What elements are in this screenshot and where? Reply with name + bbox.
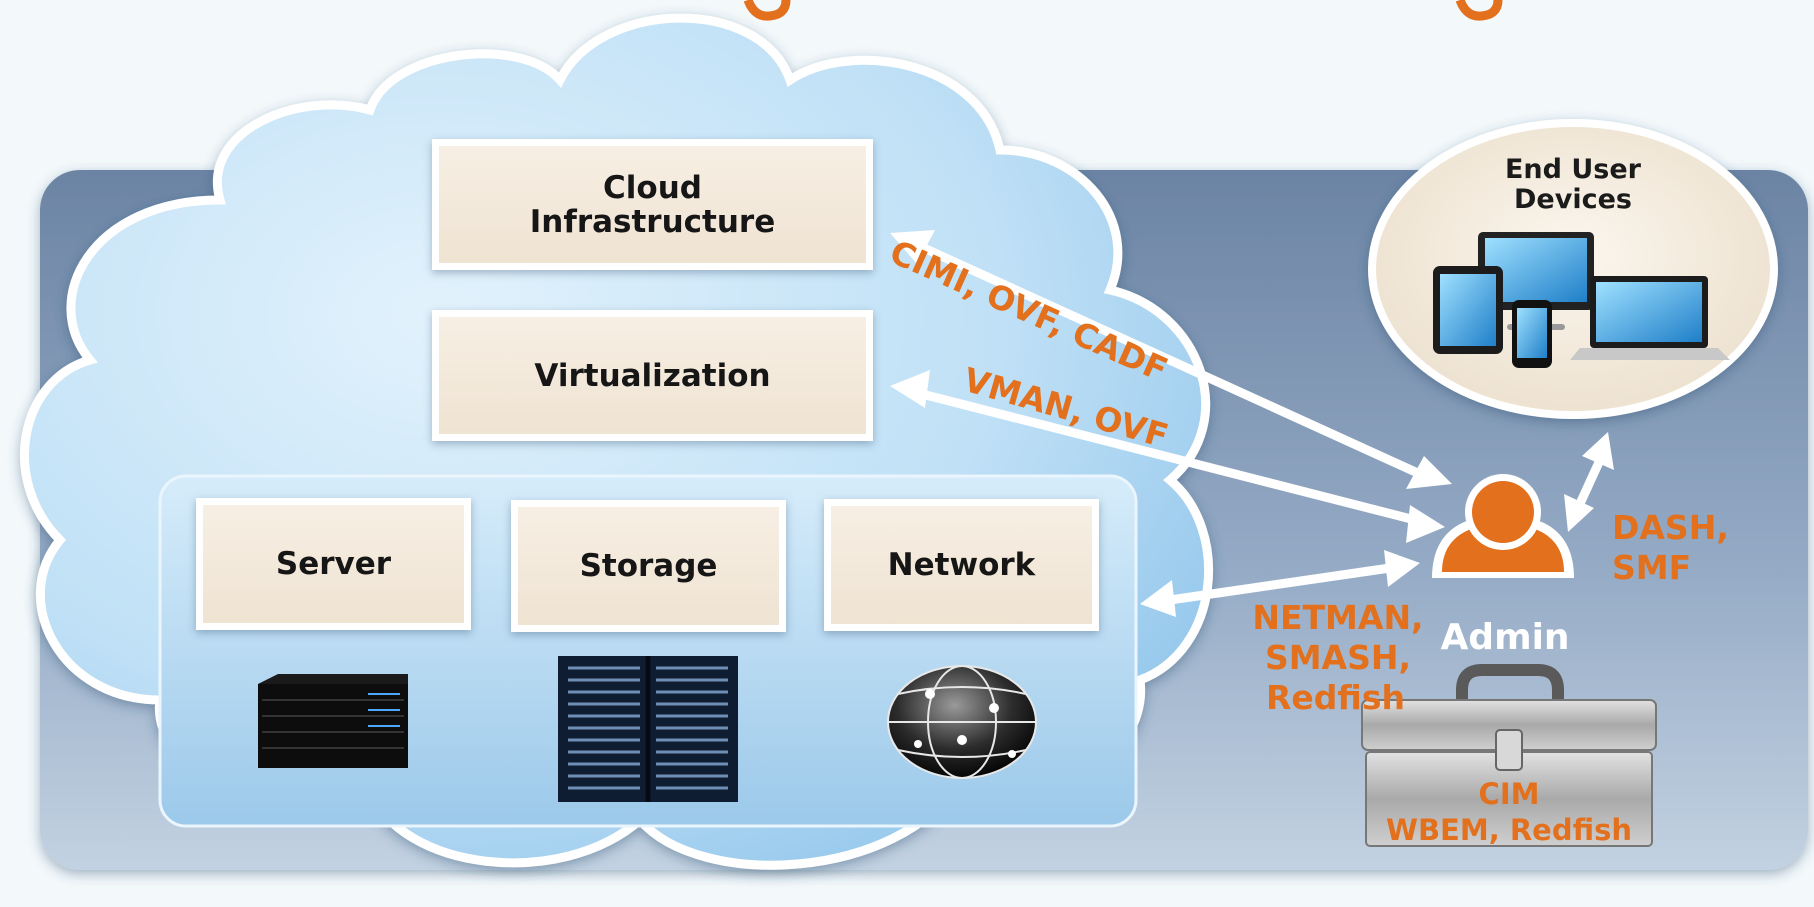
arrowhead	[1406, 456, 1452, 489]
title-fragment	[743, 0, 791, 21]
toolbox-line2: WBEM, Redfish	[1385, 813, 1633, 847]
arrowhead	[1384, 550, 1420, 587]
end-user-devices-label: End User Devices	[1504, 154, 1641, 215]
arrowhead	[1140, 580, 1176, 617]
arrows	[890, 230, 1614, 617]
virtualization-box: Virtualization	[432, 310, 873, 441]
protocol-network-line2: SMASH,	[1264, 638, 1412, 677]
arrow-virtualization	[913, 388, 1420, 525]
arrowhead	[1564, 494, 1594, 532]
devices-icon	[1433, 232, 1730, 368]
server-icon	[258, 674, 408, 768]
protocol-network-line3: Redfish	[1266, 678, 1406, 717]
title-fragment	[1455, 0, 1503, 21]
network-globe-icon	[887, 665, 1037, 779]
toolbox-label: CIM WBEM, Redfish	[1366, 776, 1652, 848]
arrowhead	[1406, 505, 1445, 543]
protocol-devices-line2: SMF	[1612, 548, 1692, 587]
toolbox-icon	[1361, 664, 1657, 847]
toolbox-line1: CIM	[1478, 777, 1540, 811]
arrow-devices	[1573, 455, 1605, 513]
cloud-infrastructure-label: Cloud Infrastructure	[529, 169, 776, 240]
storage-box: Storage	[511, 500, 786, 632]
admin-person-icon	[1432, 474, 1574, 578]
arrow-network	[1165, 563, 1395, 605]
cloud-infrastructure-box: Cloud Infrastructure	[432, 139, 873, 270]
protocol-network-line1: NETMAN,	[1252, 598, 1424, 637]
virtualization-label: Virtualization	[534, 357, 771, 394]
arrowhead	[890, 370, 930, 408]
arrow-cloud-infra	[910, 239, 1427, 480]
protocol-label-network: NETMAN, SMASH, Redfish	[1248, 598, 1428, 718]
server-label: Server	[275, 546, 392, 582]
network-box: Network	[824, 499, 1099, 631]
protocol-label-devices: DASH, SMF	[1612, 508, 1729, 588]
network-label: Network	[887, 547, 1036, 583]
protocol-devices-line1: DASH,	[1612, 508, 1729, 547]
storage-label: Storage	[579, 548, 718, 584]
server-box: Server	[196, 498, 471, 630]
arrowhead	[1582, 432, 1614, 470]
arrowhead	[890, 230, 935, 264]
admin-label: Admin	[1440, 617, 1570, 658]
storage-rack-icon	[558, 656, 738, 802]
